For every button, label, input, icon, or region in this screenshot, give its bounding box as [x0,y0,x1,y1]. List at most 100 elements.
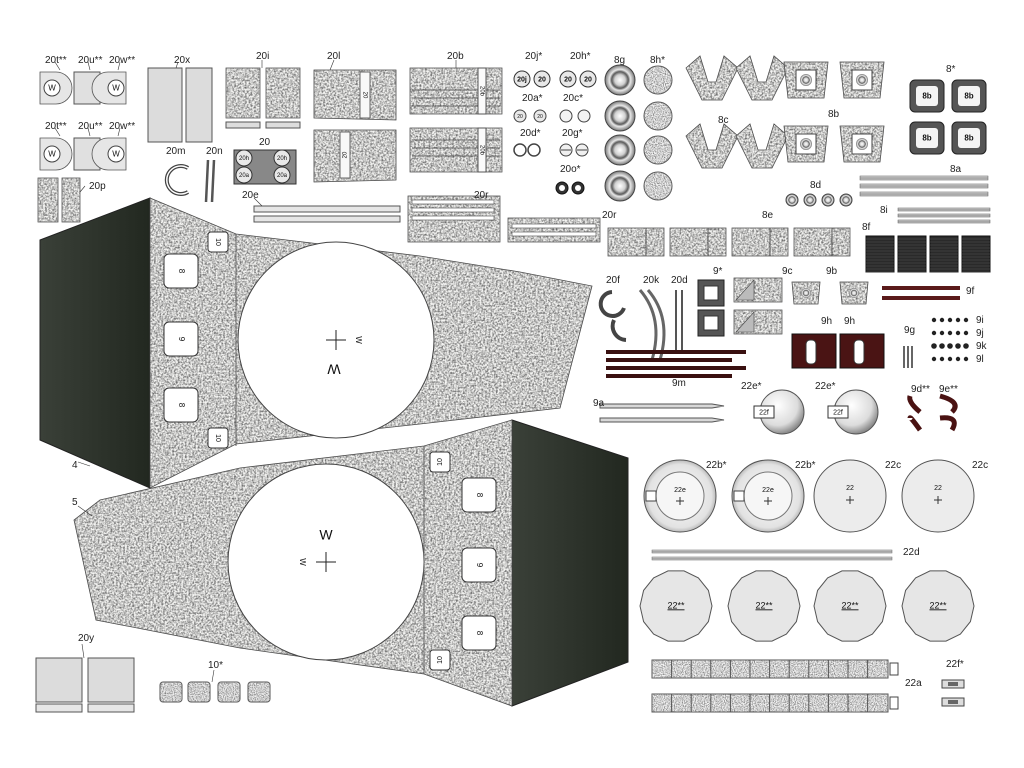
part-9-dot [931,356,937,362]
label-22e: 22e* [815,381,836,392]
part-9-dot [931,317,937,323]
leader-line [54,61,61,71]
part-9m [606,366,746,370]
part-9-dot [931,330,937,336]
part-4-square-label: 8 [177,269,186,274]
leader-line [117,127,121,137]
part-20-wheel [235,149,253,167]
part-8h-texture [644,172,672,200]
label-9f: 9f [966,286,975,297]
part-8a-rod [859,191,989,197]
part-20y [87,657,135,703]
part-8e [669,227,727,257]
part-20-wheel [235,166,253,184]
label-8c: 8c [718,115,729,126]
tab [889,662,899,676]
part-9d-hook [907,395,922,414]
part-9-dot [939,317,945,323]
part-20b-band [477,67,487,115]
label-20c: 20c* [563,93,584,104]
part-8star-label: 8b [964,92,973,101]
part-9-dot [963,343,969,349]
part-8h-texture [644,102,672,130]
part-20p-texture [62,178,80,222]
part-9-dot [955,356,961,362]
part-8e [731,227,789,257]
label-20w: 20w** [109,121,136,132]
label-20j: 20j* [525,51,543,62]
label-20l: 20l [327,51,341,62]
part-20i-strip [265,121,301,129]
disc-label: 20 [564,76,572,83]
part-9-dot [939,343,945,349]
label-20y: 20y [78,633,95,644]
part-9-dot [955,317,961,323]
w-circle [107,79,125,97]
label-20w: 20w** [109,55,136,66]
tab [733,490,745,502]
part-10star-texture [188,682,210,702]
part-20i [265,67,301,119]
label-8f: 8f [862,222,871,233]
part-9-dot [955,330,961,336]
label-20x: 20x [174,55,191,66]
part-8c-texture [686,56,738,100]
part-20y [35,657,83,703]
label-9j: 9j [976,328,984,339]
label-20u: 20u** [78,121,103,132]
disc-label: 20 [538,76,546,83]
part-20x [185,67,213,143]
leader-line [211,669,215,683]
part-20l-band [359,71,371,119]
label-20m: 20m [166,146,186,157]
part-8a-rod [859,175,989,181]
leader-line [79,185,86,193]
part-20l-tag: 20 [361,92,367,99]
label-9g: 9g [904,325,916,336]
part-9-dot [939,330,945,336]
part-20m-highlight [166,165,189,195]
wheel-label: 20h [277,156,287,162]
part-8d [821,193,835,207]
part-9-dot [963,317,969,323]
part-5-square [461,547,497,583]
disc-label: 20 [584,76,592,83]
label-5: 5 [72,497,78,508]
part-22c-label: 22 [846,485,854,492]
part-8g [604,134,636,166]
part-20l [313,69,397,121]
part-5-w-large: W [319,527,333,543]
part-20r-strip [511,231,597,237]
part-4-w-large: W [327,361,341,377]
part-8star-face [916,86,938,106]
label-9e: 9e** [939,384,958,395]
part-20r-strip [511,223,597,229]
part-20b [409,67,503,115]
wheel-label: 20h [239,156,249,162]
part-9h-slot [805,339,817,365]
part-22f-core [948,700,958,704]
part-20l-texture [314,70,396,120]
label-8a: 8a [950,164,962,175]
part-10-tab [429,649,451,671]
part-10-label: 10 [214,238,221,246]
part-9-dot [955,343,961,349]
part-4-square-label: 8 [177,403,186,408]
label-20o: 20o* [560,164,581,175]
part-22e-ref: 22e [762,487,774,494]
part-9h-slot [853,339,865,365]
label-9b: 9b [826,266,838,277]
part-8i-rod [897,219,991,224]
disc-label: 20 [517,114,523,120]
leader-line [253,197,263,207]
disc-label: 20j [517,76,527,83]
part-8d [785,193,799,207]
part-9c-triangle [735,279,755,301]
part-8c [685,55,739,101]
label-20r: 20r [474,190,489,201]
label-9c: 9c [782,266,793,277]
label-9l: 9l [976,354,984,365]
part-22f-label: 22f [759,409,769,416]
part-22ss-label: 22** [755,600,773,610]
leader-line [81,643,85,659]
